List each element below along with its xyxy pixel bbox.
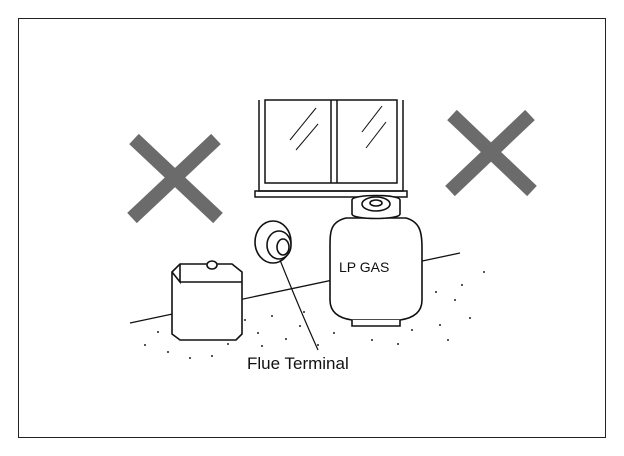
callout-line: [279, 259, 319, 351]
prohibited-cross-icon: [445, 109, 537, 197]
ground-dots: [144, 271, 485, 359]
window: [254, 99, 408, 198]
diagram-frame: [18, 18, 606, 438]
flue-terminal-label: Flue Terminal: [247, 354, 349, 373]
flue-terminal: [254, 220, 292, 264]
lp-gas-cylinder: [329, 194, 423, 327]
fuel-container: [171, 260, 243, 341]
cylinder-label: LP GAS: [339, 259, 390, 275]
prohibited-cross-icon: [127, 133, 223, 224]
